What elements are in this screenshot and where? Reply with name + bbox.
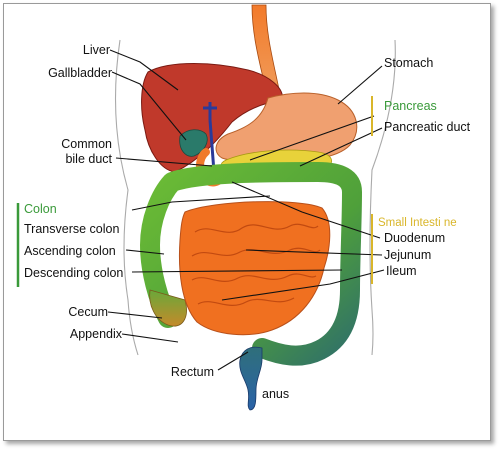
label-common-bile-duct-line2: bile duct [65, 152, 112, 166]
body-outline-left [114, 39, 139, 356]
leader-ileum [221, 269, 385, 301]
label-pancreas: Pancreas [384, 99, 437, 113]
leader-common-bile-duct [115, 157, 213, 167]
label-gallbladder: Gallbladder [48, 66, 112, 80]
body-outline-right [369, 39, 396, 356]
label-common-bile-duct-line1: Common [61, 137, 112, 151]
label-ascending-colon: Ascending colon [24, 244, 116, 258]
colon-shape [140, 162, 362, 366]
liver-shape [141, 63, 283, 173]
label-jejunum: Jejunum [384, 248, 431, 262]
label-small-intestine: Small Intesti ne [378, 217, 457, 229]
label-colon: Colon [24, 202, 57, 216]
leader-pancreatic-duct [299, 127, 383, 167]
rectum-shape [239, 346, 263, 411]
leader-duodenum [231, 181, 381, 239]
label-transverse-colon: Transverse colon [24, 222, 119, 236]
label-anus: anus [262, 387, 289, 401]
label-descending-colon: Descending colon [24, 266, 123, 280]
leader-cecum [107, 311, 163, 319]
label-stomach: Stomach [384, 56, 433, 70]
cecum-shape [149, 289, 187, 327]
label-pancreatic-duct: Pancreatic duct [384, 120, 471, 134]
leader-ascending-colon [125, 249, 165, 255]
leader-lines [107, 49, 385, 371]
leader-appendix [121, 333, 179, 343]
leader-descending-colon [131, 269, 343, 273]
leader-stomach [337, 65, 383, 105]
leader-pancreas [249, 115, 375, 161]
bile-duct-shape [203, 102, 217, 173]
leader-liver [109, 49, 179, 91]
small-intestine-folds [191, 223, 321, 307]
label-cecum: Cecum [68, 305, 108, 319]
label-appendix: Appendix [70, 327, 123, 341]
label-ileum: Ileum [386, 264, 417, 278]
gallbladder-shape [179, 129, 208, 157]
label-rectum: Rectum [171, 365, 214, 379]
leader-gallbladder [111, 71, 187, 141]
leader-rectum [217, 351, 249, 371]
label-duodenum: Duodenum [384, 231, 445, 245]
small-intestine-shape [178, 201, 331, 336]
leader-jejunum [245, 249, 383, 256]
label-liver: Liver [83, 43, 110, 57]
leader-transverse-colon [131, 195, 271, 211]
